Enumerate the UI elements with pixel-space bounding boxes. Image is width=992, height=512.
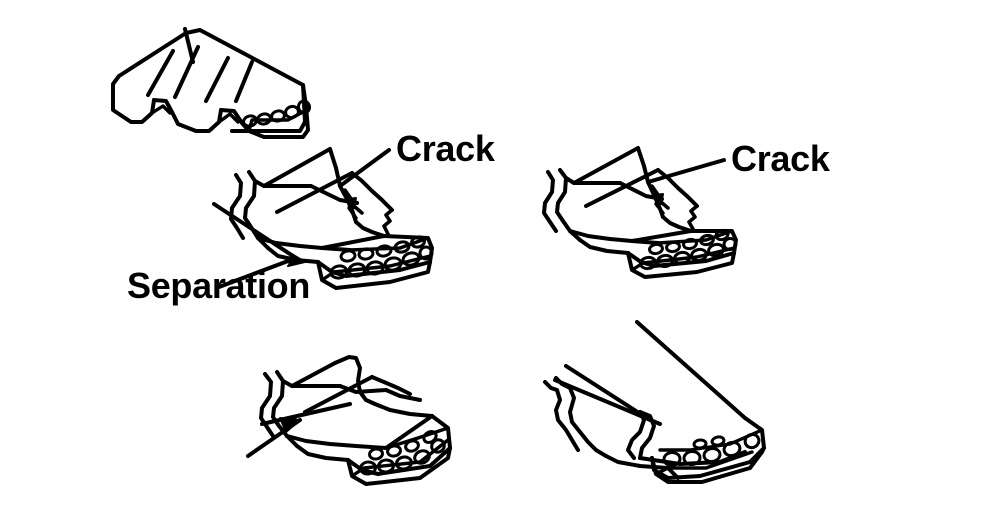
belt-middle-left-illustration	[229, 147, 434, 290]
label-crack-upper: Crack	[396, 128, 495, 169]
belt-middle-right-illustration	[542, 146, 738, 279]
tensile-cord-group	[639, 236, 738, 271]
tensile-cord-group	[359, 438, 446, 476]
separation-leader-line	[212, 202, 308, 289]
tensile-cord-group	[662, 432, 761, 468]
belt-bottom-left-illustration	[246, 355, 452, 486]
tensile-cord-group	[242, 99, 312, 128]
crack-leader-line-right	[646, 158, 726, 184]
tensile-cord-group	[329, 245, 434, 280]
label-crack-right: Crack	[731, 138, 830, 179]
belt-bottom-right-illustration	[543, 320, 766, 484]
label-separation: Separation	[127, 265, 311, 306]
belt-top-left-illustration	[111, 27, 312, 139]
crack-leader-line-upper	[338, 148, 391, 188]
